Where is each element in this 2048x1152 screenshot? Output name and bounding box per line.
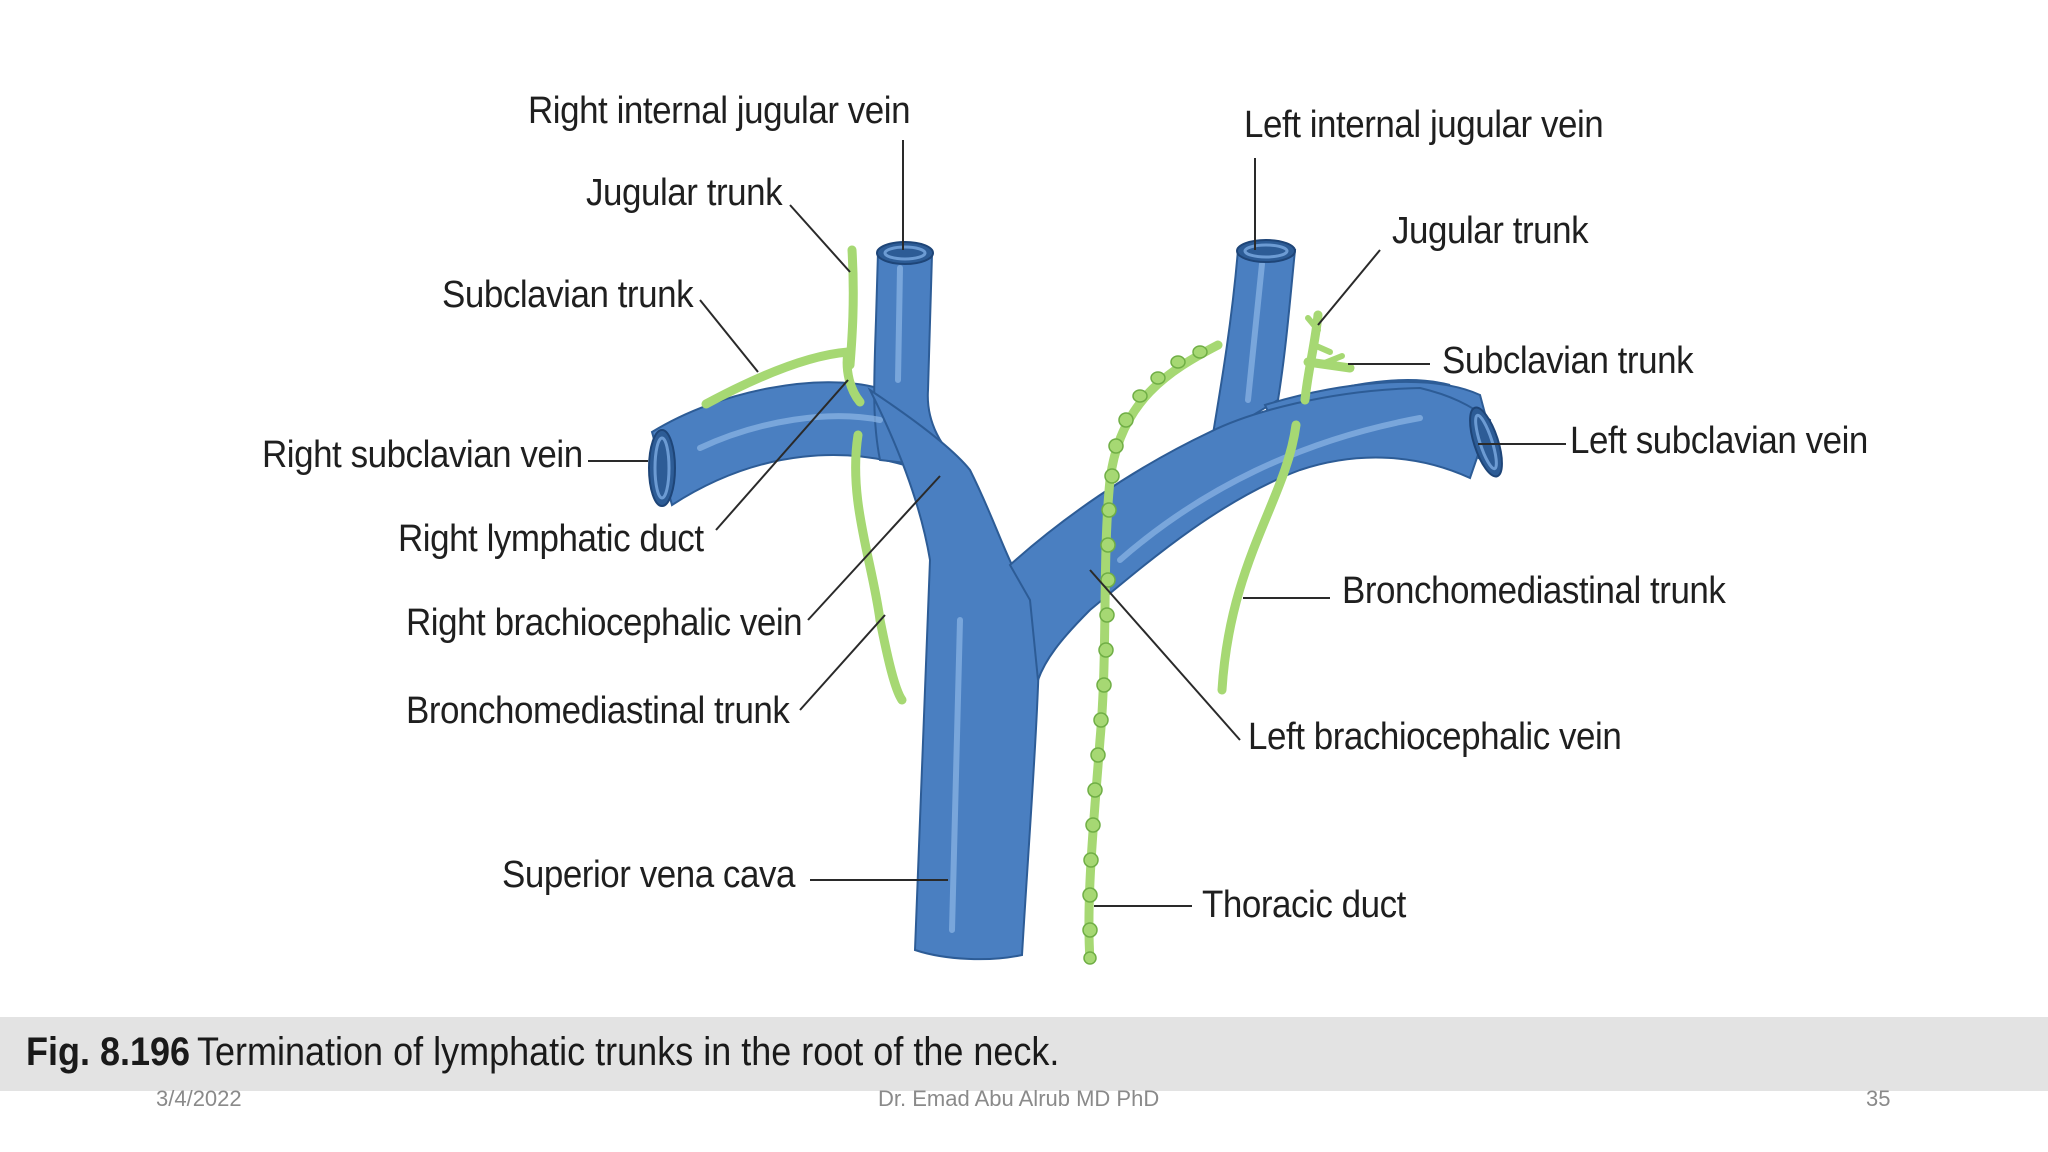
thoracic-duct-beads bbox=[1082, 345, 1208, 965]
left-bronchomediastinal-trunk-vessel bbox=[1217, 420, 1301, 695]
label-left-internal-jugular-vein: Left internal jugular vein bbox=[1244, 104, 1604, 146]
label-left-subclavian-vein: Left subclavian vein bbox=[1570, 420, 1868, 462]
left-subclavian-trunk-vessel bbox=[1303, 357, 1355, 373]
label-right-jugular-trunk: Jugular trunk bbox=[586, 172, 783, 214]
left-jugular-trunk-branches bbox=[1305, 315, 1345, 367]
footer-page-number: 35 bbox=[1866, 1086, 1891, 1111]
left-jugular-trunk-vessel bbox=[1300, 310, 1323, 405]
footer-date: 3/4/2022 bbox=[156, 1086, 242, 1111]
label-left-subclavian-trunk: Subclavian trunk bbox=[1442, 340, 1694, 382]
caption-bar bbox=[0, 1017, 2048, 1091]
left-brachiocephalic-vein-shape bbox=[1008, 386, 1492, 681]
label-right-brachiocephalic-vein: Right brachiocephalic vein bbox=[406, 602, 803, 644]
label-right-subclavian-vein: Right subclavian vein bbox=[262, 434, 583, 476]
footer-author: Dr. Emad Abu Alrub MD PhD bbox=[878, 1086, 1160, 1111]
label-right-internal-jugular-vein: Right internal jugular vein bbox=[528, 90, 911, 132]
label-superior-vena-cava: Superior vena cava bbox=[502, 854, 795, 896]
figure-caption: Termination of lymphatic trunks in the r… bbox=[197, 1030, 1060, 1074]
label-right-bronchomediastinal-trunk: Bronchomediastinal trunk bbox=[406, 690, 790, 732]
right-lymphatic-duct-vessel bbox=[842, 347, 865, 407]
anatomy-diagram bbox=[588, 140, 1566, 965]
label-left-jugular-trunk: Jugular trunk bbox=[1392, 210, 1589, 252]
label-left-brachiocephalic-vein: Left brachiocephalic vein bbox=[1248, 716, 1622, 758]
right-subclavian-trunk-vessel bbox=[701, 347, 853, 409]
right-jugular-trunk-vessel bbox=[845, 245, 858, 370]
leader-lines bbox=[588, 140, 1566, 907]
label-right-subclavian-trunk: Subclavian trunk bbox=[442, 274, 694, 316]
label-right-lymphatic-duct: Right lymphatic duct bbox=[398, 518, 704, 560]
vein-highlights bbox=[697, 261, 1423, 933]
label-left-bronchomediastinal-trunk: Bronchomediastinal trunk bbox=[1342, 570, 1726, 612]
superior-vena-cava-shape bbox=[867, 387, 1042, 961]
figure-number: Fig. 8.196 bbox=[26, 1030, 191, 1074]
right-bronchomediastinal-trunk-vessel bbox=[851, 430, 907, 705]
label-thoracic-duct: Thoracic duct bbox=[1202, 884, 1406, 926]
